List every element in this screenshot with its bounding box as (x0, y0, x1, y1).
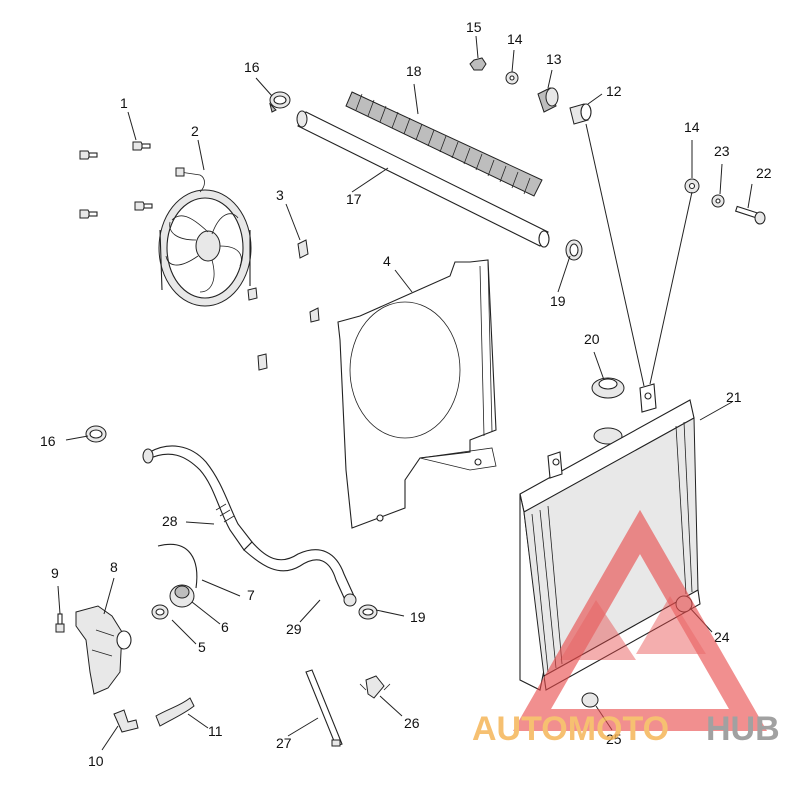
callout-23: 23 (714, 143, 730, 159)
part-elbow-fitting-10 (113, 709, 139, 733)
part-expansion-bottle-8 (75, 605, 132, 695)
callout-14-top: 14 (507, 31, 523, 47)
callout-13: 13 (546, 51, 562, 67)
callout-16-top: 16 (244, 59, 260, 75)
part-washer-5 (151, 604, 169, 620)
callout-16-left: 16 (40, 433, 56, 449)
part-pipe-17 (296, 110, 550, 248)
callout-7: 7 (247, 587, 255, 603)
part-bung-25 (581, 692, 599, 708)
part-formed-hose-28 (142, 445, 253, 551)
callout-6: 6 (221, 619, 229, 635)
callout-18: 18 (406, 63, 422, 79)
part-clip-3 (247, 239, 320, 371)
part-cooling-fan-2 (158, 167, 252, 307)
part-overflow-tube-7 (157, 543, 198, 589)
callout-15: 15 (466, 19, 482, 35)
callout-28: 28 (162, 513, 178, 529)
part-clamp-19 (358, 239, 583, 620)
callout-5: 5 (198, 639, 206, 655)
callout-25: 25 (606, 731, 622, 747)
callout-labels: 1 2 3 4 5 6 7 8 9 10 11 12 13 14 14 15 1… (40, 19, 772, 769)
callout-4: 4 (383, 253, 391, 269)
part-bolt-22 (734, 205, 766, 225)
callout-19-top: 19 (550, 293, 566, 309)
callout-17: 17 (346, 191, 362, 207)
part-rubber-mount-13 (537, 87, 559, 113)
part-cap-6 (169, 584, 195, 608)
part-nut-15 (469, 57, 487, 71)
watermark-logo: AUTOMOTO HUB (472, 509, 780, 748)
callout-11: 11 (208, 723, 223, 739)
callout-10: 10 (88, 753, 104, 769)
callout-22: 22 (756, 165, 772, 181)
callout-29: 29 (286, 621, 302, 637)
callout-1: 1 (120, 95, 128, 111)
callout-19-bottom: 19 (410, 609, 426, 625)
part-fan-shroud-4 (337, 259, 497, 529)
part-screw-9 (55, 613, 65, 633)
callout-12: 12 (606, 83, 622, 99)
callout-26: 26 (404, 715, 420, 731)
part-radiator-cap-20 (591, 377, 625, 445)
part-cable-clip-26 (359, 675, 391, 699)
part-formed-hose-29 (243, 541, 357, 607)
part-short-hose-11 (155, 697, 195, 727)
callout-2: 2 (191, 123, 199, 139)
watermark-text-automoto: AUTOMOTO (472, 710, 669, 748)
part-washer-14 (505, 71, 700, 194)
part-corrugated-hose-18 (345, 91, 543, 197)
watermark-triangle-icon (512, 509, 768, 731)
callout-8: 8 (110, 559, 118, 575)
callout-3: 3 (276, 187, 284, 203)
part-bolt-1 (79, 141, 153, 219)
part-cable-tie-27 (305, 669, 343, 747)
part-washer-23 (711, 194, 725, 208)
callout-24: 24 (714, 629, 730, 645)
callout-9: 9 (51, 565, 59, 581)
part-hose-clamp-16 (85, 91, 291, 443)
callout-14-right: 14 (684, 119, 700, 135)
part-radiator-21 (519, 383, 701, 691)
callout-27: 27 (276, 735, 292, 751)
part-spacer-12 (569, 103, 592, 125)
callout-21: 21 (726, 389, 742, 405)
watermark-text-hub: HUB (706, 710, 780, 748)
callout-20: 20 (584, 331, 600, 347)
